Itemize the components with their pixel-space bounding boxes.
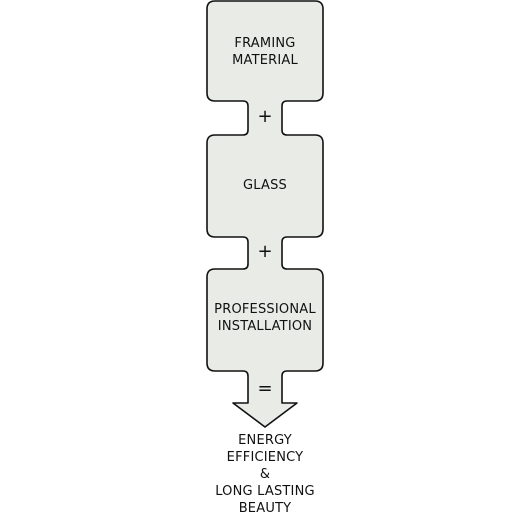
step-framing-material-label: FRAMING MATERIAL <box>232 36 298 68</box>
flow-column-shape <box>206 0 324 428</box>
step-glass-label: GLASS <box>242 178 287 193</box>
result-label: ENERGY EFFICIENCY & LONG LASTING BEAUTY <box>215 433 315 516</box>
plus-operator-1: + <box>257 106 273 127</box>
equals-operator: = <box>257 378 273 399</box>
plus-operator-2: + <box>257 241 273 262</box>
step-professional-installation-label: PROFESSIONAL INSTALLATION <box>214 302 316 334</box>
